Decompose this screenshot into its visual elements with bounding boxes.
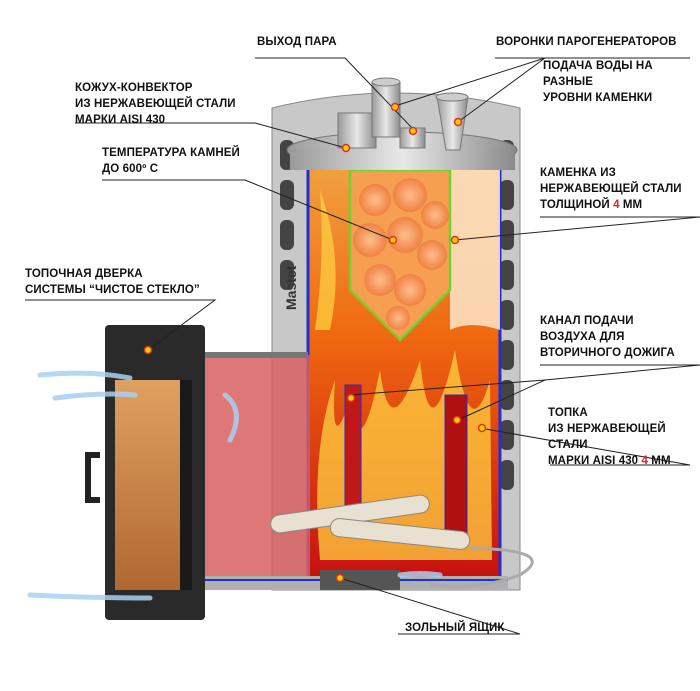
label-line: ТЕМПЕРАТУРА КАМНЕЙ bbox=[102, 147, 240, 159]
label-heater: КАМЕНКА ИЗ НЕРЖАВЕЮЩЕЙ СТАЛИ ТОЛЩИНОЙ 4 … bbox=[540, 165, 682, 213]
label-line: МАРКИ AISI 430 bbox=[548, 455, 639, 467]
label-line: ВТОРИЧНОГО ДОЖИГА bbox=[540, 347, 675, 359]
label-line: ВОЗДУХА ДЛЯ bbox=[540, 331, 625, 343]
label-line: СИСТЕМЫ “ЧИСТОЕ СТЕКЛО” bbox=[25, 284, 200, 296]
label-line: ПОДАЧА ВОДЫ НА bbox=[543, 60, 653, 72]
label-line: ММ bbox=[651, 455, 671, 467]
label-line: ИЗ НЕРЖАВЕЮЩЕЙ bbox=[548, 423, 666, 435]
label-casing: КОЖУХ-КОНВЕКТОР ИЗ НЕРЖАВЕЮЩЕЙ СТАЛИ МАР… bbox=[75, 80, 236, 128]
markers bbox=[143, 102, 487, 583]
label-firebox: ТОПКА ИЗ НЕРЖАВЕЮЩЕЙ СТАЛИ МАРКИ AISI 43… bbox=[548, 405, 671, 469]
label-line: КАНАЛ ПОДАЧИ bbox=[540, 315, 634, 327]
label-line: КАМЕНКА ИЗ bbox=[540, 167, 616, 179]
fire-door bbox=[85, 325, 205, 620]
label-steam-outlet: ВЫХОД ПАРА bbox=[257, 36, 337, 48]
label-line: ДО 600º С bbox=[102, 163, 159, 175]
label-line: ТОПКА bbox=[548, 407, 588, 419]
label-line: КОЖУХ-КОНВЕКТОР bbox=[75, 82, 193, 94]
label-line: НЕРЖАВЕЮЩЕЙ СТАЛИ bbox=[540, 183, 682, 195]
label-line: ТОПОЧНАЯ ДВЕРКА bbox=[25, 268, 143, 280]
label-line: ИЗ НЕРЖАВЕЮЩЕЙ СТАЛИ bbox=[75, 98, 236, 110]
label-line: МАРКИ AISI 430 bbox=[75, 114, 166, 126]
front-chamber bbox=[205, 355, 310, 580]
label-door: ТОПОЧНАЯ ДВЕРКА СИСТЕМЫ “ЧИСТОЕ СТЕКЛО” bbox=[25, 266, 200, 298]
label-line: ММ bbox=[622, 199, 643, 211]
label-accent: 4 bbox=[613, 199, 620, 211]
label-ash-box: ЗОЛЬНЫЙ ЯЩИК bbox=[405, 622, 505, 634]
label-stone-temp: ТЕМПЕРАТУРА КАМНЕЙ ДО 600º С bbox=[102, 145, 240, 177]
label-air-channel: КАНАЛ ПОДАЧИ ВОЗДУХА ДЛЯ ВТОРИЧНОГО ДОЖИ… bbox=[540, 313, 675, 361]
label-line: РАЗНЫЕ bbox=[543, 76, 594, 88]
brand-text: Mastet bbox=[283, 265, 299, 310]
label-line: ТОЛЩИНОЙ bbox=[540, 199, 610, 211]
label-line: СТАЛИ bbox=[548, 439, 588, 451]
ash-box bbox=[320, 570, 400, 590]
label-line: УРОВНИ КАМЕНКИ bbox=[543, 92, 653, 104]
label-accent: 4 bbox=[641, 455, 648, 467]
label-water-supply: ПОДАЧА ВОДЫ НА РАЗНЫЕ УРОВНИ КАМЕНКИ bbox=[543, 58, 653, 106]
label-funnels: ВОРОНКИ ПАРОГЕНЕРАТОРОВ bbox=[496, 36, 677, 48]
